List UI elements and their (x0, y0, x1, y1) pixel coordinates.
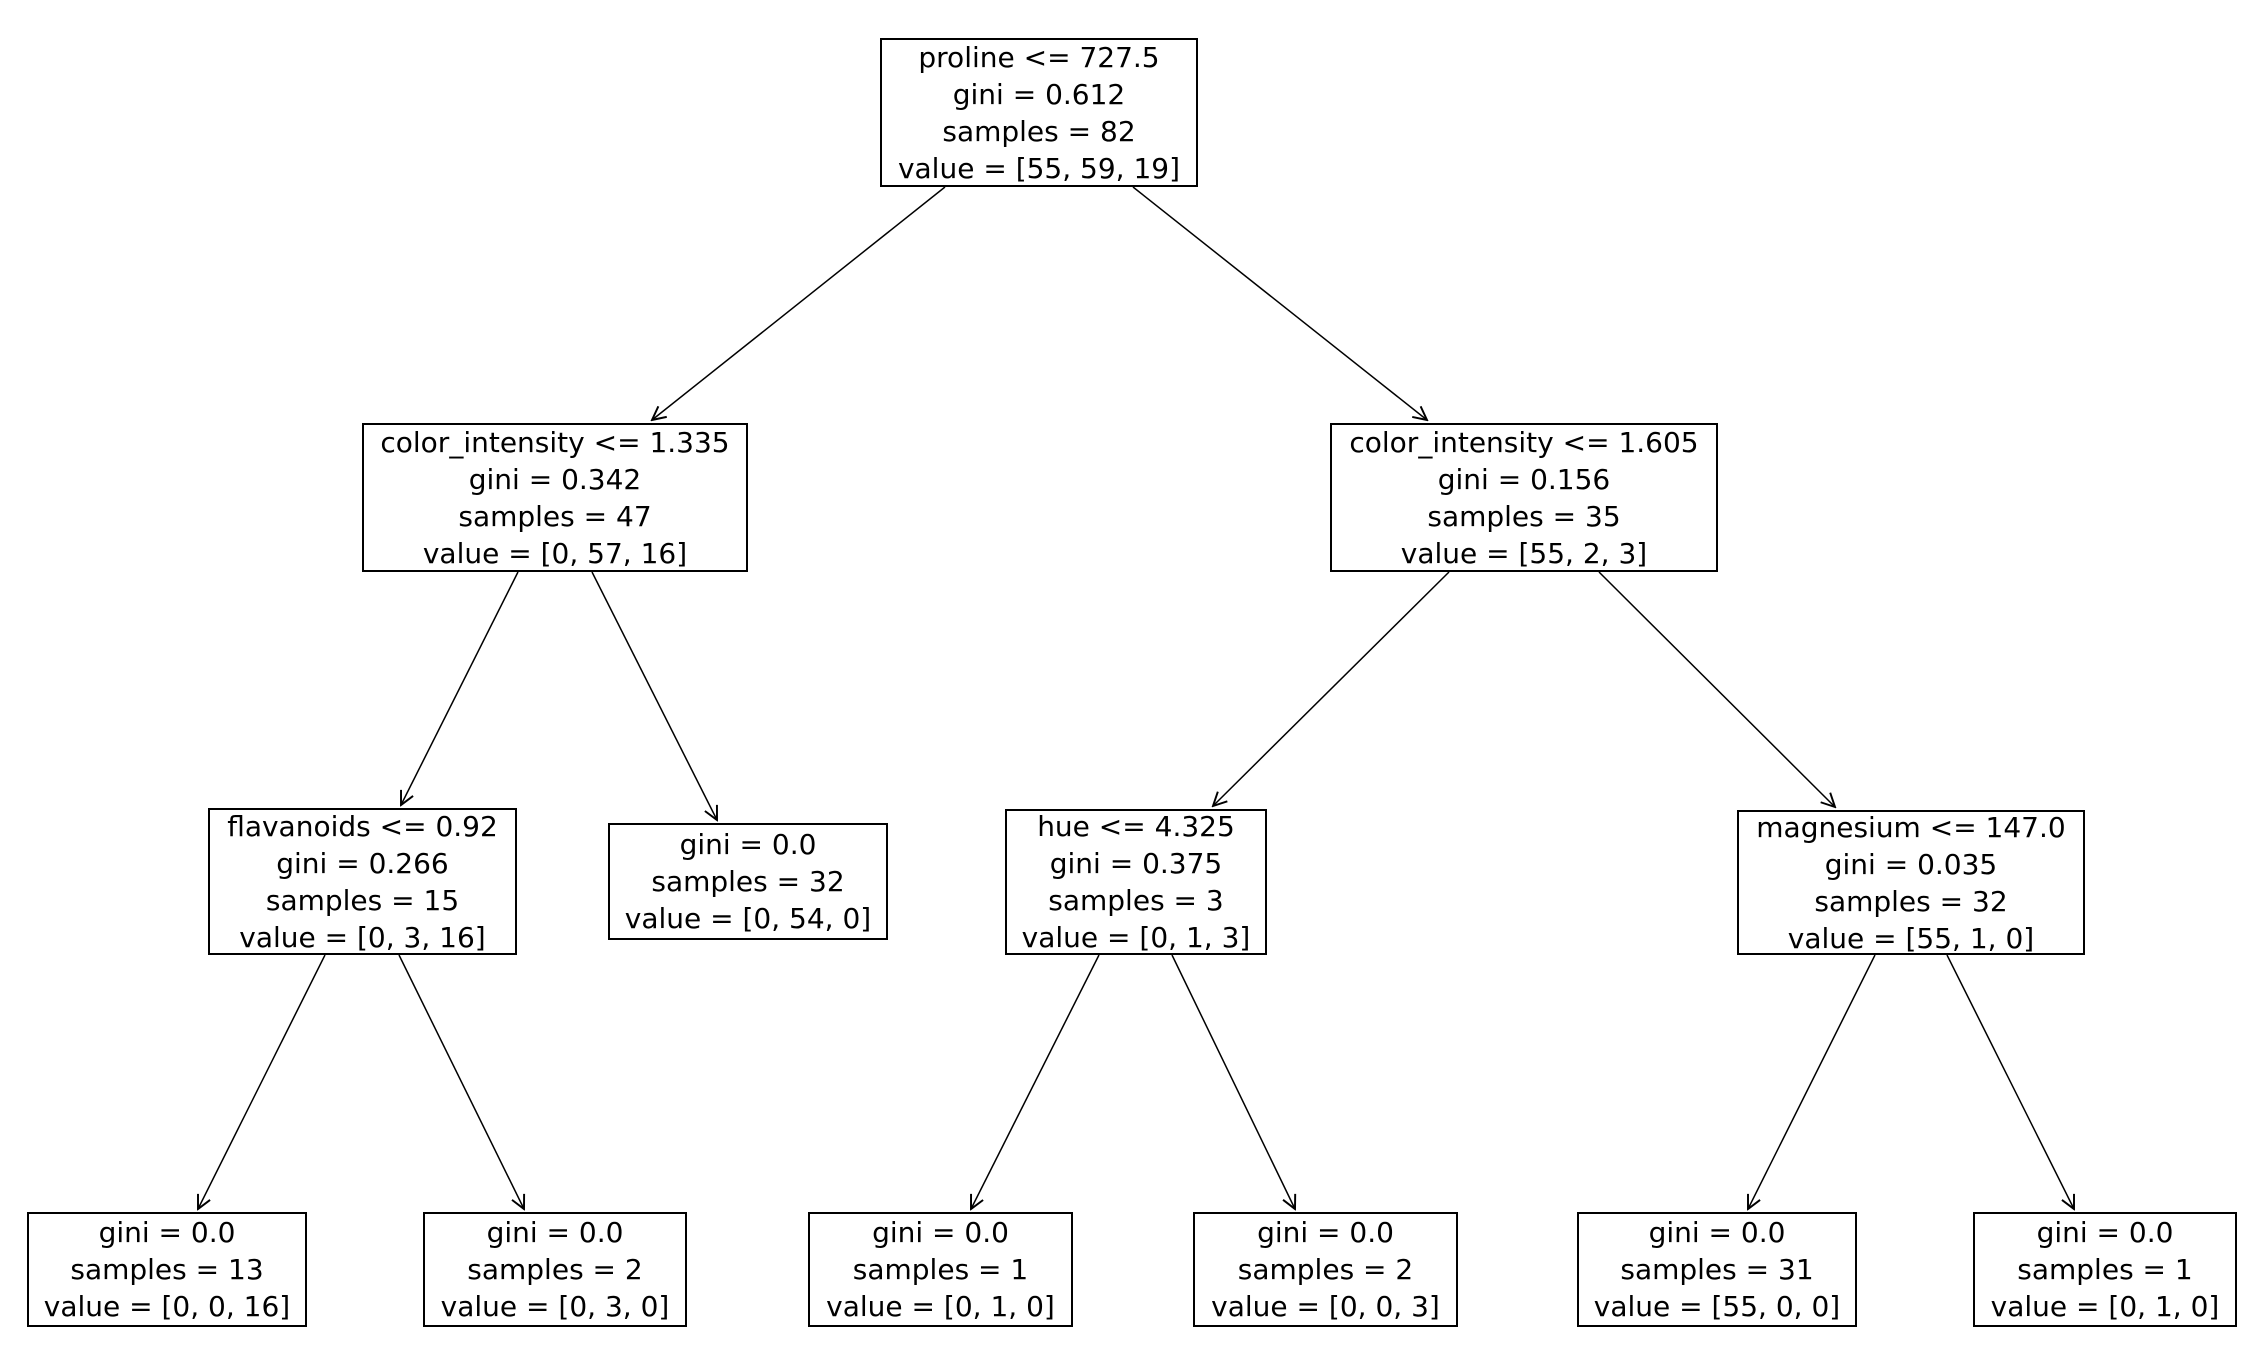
tree-node-flavanoids: flavanoids <= 0.92 gini = 0.266 samples … (208, 808, 517, 955)
tree-node-leaf-1: gini = 0.0 samples = 13 value = [0, 0, 1… (27, 1212, 307, 1327)
tree-node-leaf-2: gini = 0.0 samples = 2 value = [0, 3, 0] (423, 1212, 687, 1327)
tree-node-hue: hue <= 4.325 gini = 0.375 samples = 3 va… (1005, 809, 1267, 955)
node-gini: gini = 0.0 (679, 828, 817, 861)
node-samples: samples = 35 (1427, 499, 1621, 533)
edge-flavanoids-to-leaf-1 (198, 954, 326, 1209)
node-condition: flavanoids <= 0.92 (227, 809, 498, 843)
tree-node-d1-right: color_intensity <= 1.605 gini = 0.156 sa… (1330, 423, 1718, 572)
node-value: value = [0, 1, 3] (1021, 921, 1251, 954)
node-samples: samples = 2 (1237, 1253, 1414, 1286)
tree-node-d2-leaf: gini = 0.0 samples = 32 value = [0, 54, … (608, 823, 888, 940)
node-value: value = [0, 3, 0] (440, 1290, 670, 1323)
node-samples: samples = 13 (70, 1253, 264, 1286)
node-samples: samples = 1 (852, 1253, 1029, 1286)
node-gini: gini = 0.0 (1257, 1216, 1394, 1249)
tree-node-magnesium: magnesium <= 147.0 gini = 0.035 samples … (1737, 810, 2085, 955)
tree-node-leaf-3: gini = 0.0 samples = 1 value = [0, 1, 0] (808, 1212, 1073, 1327)
node-samples: samples = 47 (458, 499, 652, 533)
node-gini: gini = 0.342 (468, 462, 642, 496)
node-value: value = [0, 0, 16] (43, 1290, 291, 1323)
node-samples: samples = 31 (1620, 1253, 1814, 1286)
edge-d1-left-to-flavanoids (401, 571, 519, 805)
node-gini: gini = 0.612 (952, 77, 1126, 111)
node-samples: samples = 2 (467, 1253, 643, 1286)
node-value: value = [0, 54, 0] (624, 902, 872, 935)
tree-node-leaf-6: gini = 0.0 samples = 1 value = [0, 1, 0] (1973, 1212, 2237, 1327)
edge-root-to-d1-left (652, 186, 946, 420)
edge-magnesium-to-leaf-6 (1946, 954, 2074, 1209)
node-gini: gini = 0.266 (276, 846, 449, 880)
edge-hue-to-leaf-4 (1171, 954, 1295, 1209)
node-samples: samples = 15 (265, 883, 460, 917)
node-gini: gini = 0.035 (1824, 847, 1998, 881)
node-value: value = [55, 0, 0] (1593, 1290, 1841, 1323)
edge-root-to-d1-right (1132, 186, 1427, 420)
node-gini: gini = 0.0 (2036, 1216, 2174, 1249)
tree-node-d1-left: color_intensity <= 1.335 gini = 0.342 sa… (362, 423, 748, 572)
node-condition: color_intensity <= 1.605 (1349, 425, 1699, 459)
node-gini: gini = 0.375 (1049, 847, 1223, 880)
node-value: value = [0, 57, 16] (422, 536, 688, 570)
node-condition: magnesium <= 147.0 (1756, 810, 2066, 844)
edge-d1-right-to-magnesium (1598, 571, 1835, 807)
edge-flavanoids-to-leaf-2 (398, 954, 524, 1209)
node-value: value = [55, 2, 3] (1400, 536, 1648, 570)
node-samples: samples = 32 (1814, 884, 2008, 918)
node-gini: gini = 0.0 (486, 1216, 624, 1249)
node-gini: gini = 0.0 (1648, 1216, 1786, 1249)
edge-magnesium-to-leaf-5 (1748, 954, 1876, 1209)
node-value: value = [55, 1, 0] (1787, 921, 2035, 955)
node-condition: color_intensity <= 1.335 (380, 425, 730, 459)
node-gini: gini = 0.0 (872, 1216, 1009, 1249)
node-value: value = [0, 0, 3] (1211, 1290, 1440, 1323)
node-value: value = [0, 3, 16] (239, 920, 486, 954)
node-samples: samples = 32 (651, 865, 845, 898)
edge-d1-right-to-hue (1213, 571, 1450, 806)
node-gini: gini = 0.0 (98, 1216, 236, 1249)
node-samples: samples = 1 (2017, 1253, 2193, 1286)
tree-node-root: proline <= 727.5 gini = 0.612 samples = … (880, 38, 1198, 187)
node-samples: samples = 82 (942, 114, 1136, 148)
edge-hue-to-leaf-3 (971, 954, 1100, 1209)
node-gini: gini = 0.156 (1437, 462, 1611, 496)
node-value: value = [0, 1, 0] (1990, 1290, 2220, 1323)
tree-node-leaf-4: gini = 0.0 samples = 2 value = [0, 0, 3] (1193, 1212, 1458, 1327)
edge-d1-left-to-d2-leaf (591, 571, 717, 820)
node-value: value = [55, 59, 19] (897, 151, 1181, 185)
tree-node-leaf-5: gini = 0.0 samples = 31 value = [55, 0, … (1577, 1212, 1857, 1327)
node-value: value = [0, 1, 0] (826, 1290, 1055, 1323)
node-samples: samples = 3 (1048, 884, 1224, 917)
node-condition: proline <= 727.5 (918, 40, 1160, 74)
node-condition: hue <= 4.325 (1037, 810, 1235, 843)
